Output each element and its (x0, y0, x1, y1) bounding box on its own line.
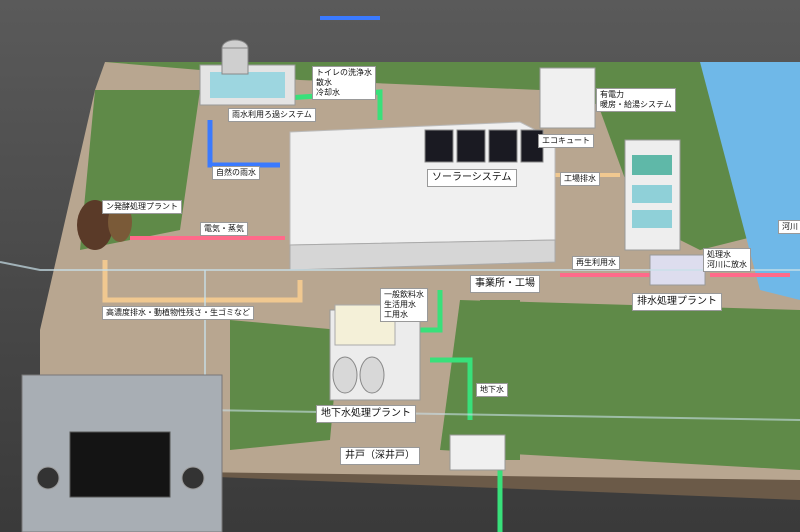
case-edge-front (204, 409, 800, 421)
ecocute-unit (539, 67, 596, 129)
well-structure (449, 434, 506, 471)
label-methane: ン発酵処理プラント (102, 200, 182, 214)
label-recycled-water: 再生利用水 (572, 256, 620, 270)
label-gw-plant: 地下水処理プラント (316, 405, 416, 423)
label-power-heating: 有電力 暖房・給湯システム (596, 88, 676, 112)
drinking-pipe (420, 290, 443, 333)
case-edge-top (0, 261, 800, 271)
grass-mid (480, 300, 520, 460)
control-kiosk (21, 374, 223, 532)
label-toilet: トイレの洗浄水 散水 冷却水 (312, 66, 376, 100)
label-natural-rain: 自然の雨水 (212, 166, 260, 180)
label-factory-drain: 工場排水 (560, 172, 600, 186)
label-high-concentration: 高濃度排水・動植物性残さ・生ゴミなど (102, 306, 254, 320)
toilet-pipe (254, 89, 383, 120)
gw-tank-1 (332, 356, 358, 394)
speaker-right (181, 466, 205, 490)
label-groundwater: 地下水 (476, 383, 508, 397)
speaker-left (36, 466, 60, 490)
rainwater-pool (210, 72, 285, 98)
label-electricity-steam: 電気・蒸気 (200, 222, 248, 236)
label-rainwater-filter: 雨水利用ろ過システム (228, 108, 316, 122)
gw-tank-2 (359, 356, 385, 394)
label-wastewater-plant: 排水処理プラント (632, 293, 722, 311)
factory-front (289, 239, 556, 271)
label-solar: ソーラーシステム (427, 169, 517, 187)
grass-bottom-right (440, 300, 800, 470)
label-ecocute: エコキュート (538, 134, 594, 148)
kiosk-screen[interactable] (69, 431, 171, 498)
drain-pipe-left (102, 260, 303, 303)
label-river: 河川 (778, 220, 800, 234)
label-treated-water: 処理水 河川に放水 (703, 248, 751, 272)
solar-panels (424, 129, 544, 163)
rain-pipe (207, 120, 280, 168)
river (700, 62, 800, 300)
label-well: 井戸（深井戸） (340, 447, 420, 465)
grass-bottom-left (230, 320, 340, 450)
groundwater-pipe (430, 357, 473, 420)
label-office-factory: 事業所・工場 (470, 275, 540, 293)
label-drinking: 一般飲料水 生活用水 工用水 (380, 288, 428, 322)
